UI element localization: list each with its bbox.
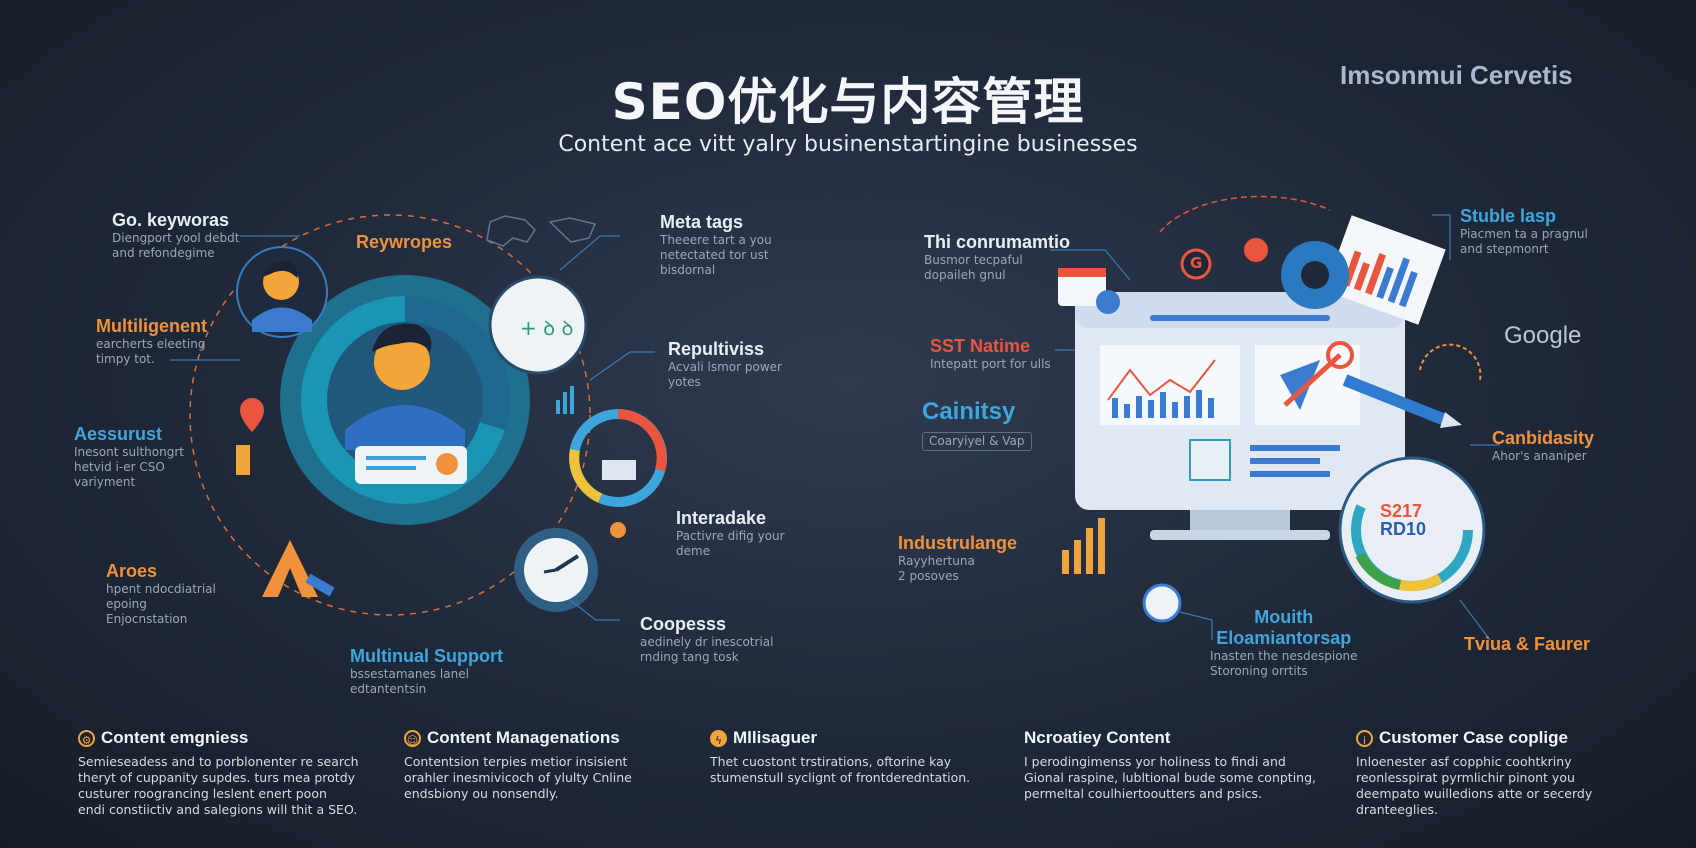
right-label-0-desc: Busmor tecpaful dopaileh gnul <box>924 253 1023 282</box>
left-label-7-title: Aroes <box>106 561 158 581</box>
gear-icon: ⚙ <box>78 730 95 747</box>
card-3-desc: I perodingimenss yor holiness to findi a… <box>1024 754 1317 801</box>
left-label-1-title: Reywropes <box>356 232 453 252</box>
gauge-value-1: S217 <box>1380 501 1423 521</box>
left-label-3: Multiligenent earcherts eleeting timpy t… <box>96 316 207 367</box>
right-label-8: Tviua & Faurer <box>1464 634 1590 655</box>
left-label-2: Meta tags Theeere tart a you netectated … <box>660 212 772 278</box>
card-0-title: Content emgniess <box>101 728 249 747</box>
left-label-3-desc: earcherts eleeting timpy tot. <box>96 337 206 366</box>
card-0: ⚙ Content emgniess Semieseadess and to po… <box>78 728 388 818</box>
right-label-7: Mouith Eloamiantorsap Inasten the nesdes… <box>1210 607 1358 679</box>
g-badge-label: G <box>1190 254 1203 272</box>
card-2-desc: Thet cuostont trstirations, oftorine kay… <box>710 754 971 785</box>
right-label-3: SST Natime Intepatt port for ulls <box>930 336 1051 372</box>
brand-logo: Imsonmui Cervetis <box>1340 60 1573 90</box>
left-label-2-title: Meta tags <box>660 212 744 232</box>
orbit-ring <box>189 214 591 616</box>
right-label-3-desc: Intepatt port for ulls <box>930 357 1051 371</box>
page-subtitle: Content ace vitt yalry businenstartingin… <box>558 132 1138 157</box>
right-label-0: Thi conrumamtio Busmor tecpaful dopaileh… <box>924 232 1070 283</box>
left-label-7: Aroes hpent ndocdiatrial epoing Enjocnst… <box>106 561 216 627</box>
right-label-7-desc: Inasten the nesdespione Storoning orrtit… <box>1210 649 1358 678</box>
bolt-icon: ϟ <box>710 730 727 747</box>
screen-chart <box>1100 345 1240 425</box>
person-hub-icon <box>345 323 465 450</box>
card-4: i Customer Case coplige Inloenester asf c… <box>1356 728 1656 818</box>
card-3-title: Ncroatiey Content <box>1024 728 1171 747</box>
google-logo: Google <box>1504 322 1582 349</box>
browser-icon <box>1058 268 1106 306</box>
left-label-5-title: Aessurust <box>74 424 163 444</box>
page-title: SEO优化与内容管理 <box>611 73 1085 131</box>
left-label-3-title: Multiligenent <box>96 316 207 336</box>
right-label-1-desc: Piacmen ta a pragnul and stepmonrt <box>1460 227 1588 256</box>
analytics-logo-icon <box>262 540 318 597</box>
card-1-desc: Contentsion terpies metior insisient ora… <box>404 754 632 801</box>
left-label-0-desc: Diengport yool debdt and refondegime <box>112 231 240 260</box>
map-icon <box>486 215 597 247</box>
right-label-5-desc: Ahor's ananiper <box>1492 449 1587 463</box>
g-badge-icon <box>1180 248 1212 280</box>
left-label-4: Repultiviss Acvali lsmor power yotes <box>668 339 782 390</box>
gauge-value-2: RD10 <box>1380 519 1427 539</box>
right-label-0-title: Thi conrumamtio <box>924 232 1071 252</box>
right-label-7-title: Mouith Eloamiantorsap <box>1216 607 1352 648</box>
left-label-8: Coopesss aedinely dr inescotrial rnding … <box>640 614 773 665</box>
pin-icon <box>240 398 264 432</box>
left-label-6: Interadake Pactivre difig your deme <box>676 508 785 559</box>
chat-bubble <box>355 446 467 484</box>
left-label-9-desc: bssestamanes lanel edtantentsin <box>350 667 469 696</box>
right-label-4-title: Cainitsy <box>922 398 1016 425</box>
right-label-6: Industrulange Rayyhertuna 2 posoves <box>898 533 1017 584</box>
right-label-1: Stuble lasp Piacmen ta a pragnul and ste… <box>1460 206 1588 257</box>
card-1: ☺ Content Managenations Contentsion terpi… <box>404 728 684 802</box>
card-0-desc: Semieseadess and to porblonenter re sear… <box>78 754 359 817</box>
left-label-4-desc: Acvali lsmor power yotes <box>668 360 782 389</box>
right-label-6-desc: Rayyhertuna 2 posoves <box>898 554 975 583</box>
right-label-3-title: SST Natime <box>930 336 1031 356</box>
gauge-icon <box>1338 456 1486 604</box>
right-label-6-title: Industrulange <box>898 533 1018 553</box>
card-4-title: Customer Case coplige <box>1379 728 1568 747</box>
left-label-4-title: Repultiviss <box>668 339 765 359</box>
card-3: Ncroatiey Content I perodingimenss yor h… <box>1024 728 1324 802</box>
lab-icon <box>488 275 588 375</box>
left-label-6-desc: Pactivre difig your deme <box>676 529 785 558</box>
left-label-7-desc: hpent ndocdiatrial epoing Enjocnstation <box>106 582 216 626</box>
right-label-5-title: Canbidasity <box>1492 428 1595 448</box>
info-icon: i <box>1356 730 1373 747</box>
left-label-1: Reywropes <box>356 232 452 253</box>
smile-icon: ☺ <box>404 730 421 747</box>
right-label-4: Cainitsy Coaryiyel & Vap <box>922 398 1032 451</box>
left-label-6-title: Interadake <box>676 508 767 528</box>
left-label-0-title: Go. keyworas <box>112 210 230 230</box>
card-4-desc: Inloenester asf copphic coohtkriny reonl… <box>1356 754 1593 817</box>
right-label-5: Canbidasity Ahor's ananiper <box>1492 428 1594 464</box>
paper-plane-icon <box>1280 360 1320 410</box>
mini-bar-icon <box>556 386 574 414</box>
right-label-1-title: Stuble lasp <box>1460 206 1557 226</box>
left-label-9-title: Multinual Support <box>350 646 503 666</box>
card-2: ϟ Mllisaguer Thet cuostont trstirations, … <box>710 728 990 786</box>
card-2-title: Mllisaguer <box>733 728 818 747</box>
left-label-2-desc: Theeere tart a you netectated tor ust bi… <box>660 233 772 277</box>
left-label-8-desc: aedinely dr inescotrial rnding tang tosk <box>640 635 774 664</box>
left-label-5-desc: Inesont sulthongrt hetvid i-er CSO variy… <box>74 445 184 489</box>
left-label-8-title: Coopesss <box>640 614 727 634</box>
left-label-0: Go. keyworas Diengport yool debdt and re… <box>112 210 239 261</box>
left-label-5: Aessurust Inesont sulthongrt hetvid i-er… <box>74 424 184 490</box>
pen-icon <box>1342 374 1448 426</box>
right-label-4-button: Coaryiyel & Vap <box>922 432 1032 451</box>
bar-chart-icon <box>1062 518 1105 574</box>
right-label-8-title: Tviua & Faurer <box>1464 634 1591 654</box>
report-icon <box>1324 215 1446 325</box>
pie-badge-icon <box>1142 583 1182 623</box>
right-label-2: Google <box>1504 322 1581 350</box>
svg-text:+ ꝺ ꝺ: + ꝺ ꝺ <box>520 316 573 340</box>
left-label-9: Multinual Support bssestamanes lanel edt… <box>350 646 503 697</box>
card-1-title: Content Managenations <box>427 728 620 747</box>
